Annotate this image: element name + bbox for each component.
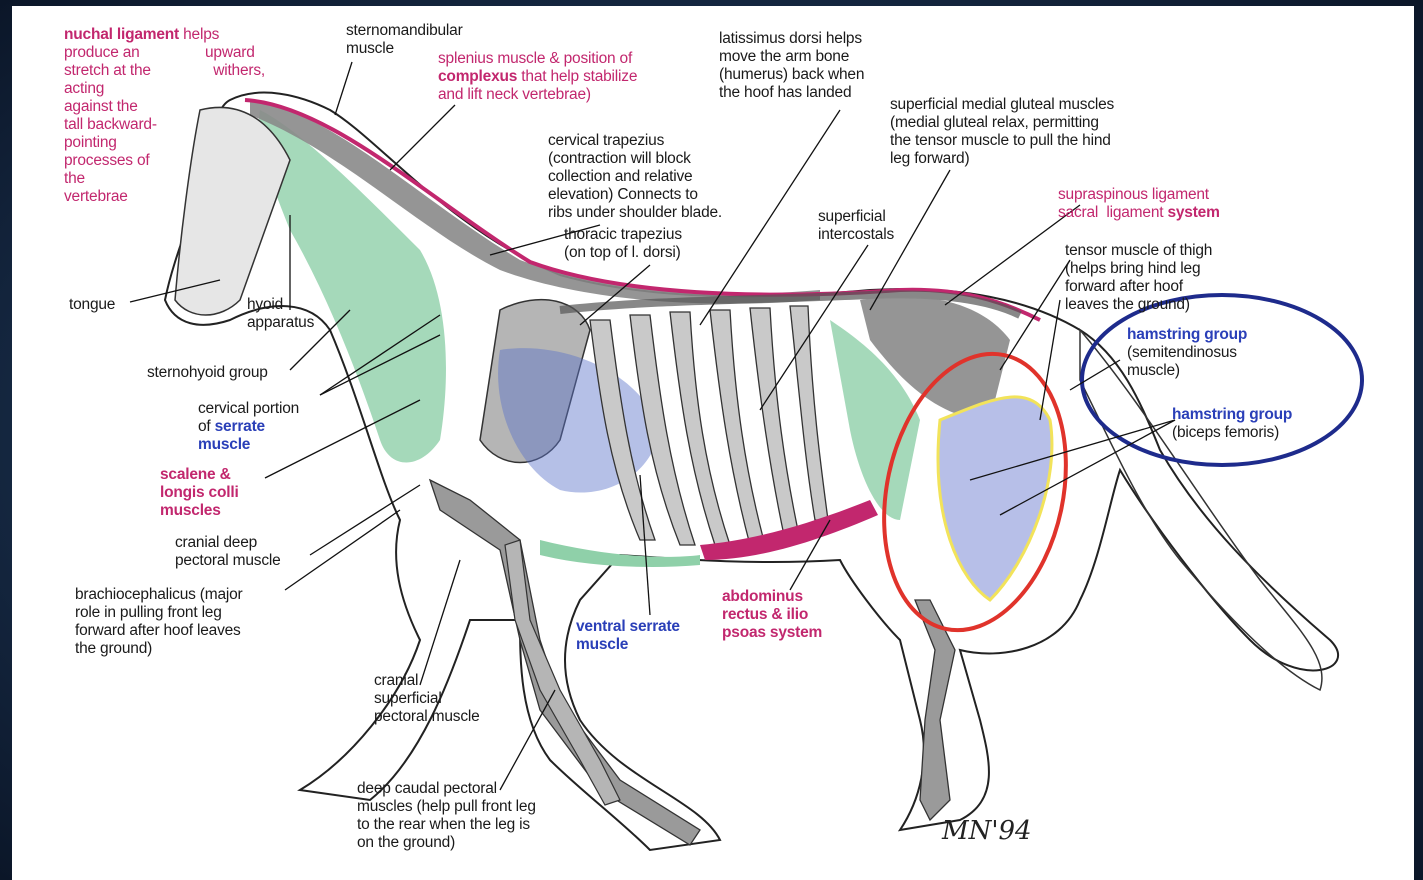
splenius-line2: that help stabilize (517, 68, 637, 85)
label-nuchal-upward: upward withers, (205, 44, 265, 80)
artist-signature: MN'94 (942, 816, 1032, 846)
splenius-bold: complexus (438, 68, 517, 85)
label-abdominus: abdominus rectus & ilio psoas system (722, 588, 822, 642)
label-intercostals: superficial intercostals (818, 208, 894, 244)
hamstring-region (938, 397, 1052, 600)
hamstring-biceps-sub: (biceps femoris) (1172, 424, 1279, 441)
splenius-line1: splenius muscle & position of (438, 50, 632, 67)
label-ventral-serrate: ventral serrate muscle (576, 618, 680, 654)
supraspinous-line1: supraspinous ligament (1058, 186, 1209, 203)
nuchal-bold: nuchal ligament (64, 26, 179, 43)
label-nuchal-ligament: nuchal ligament helps produce an stretch… (64, 26, 219, 206)
serrate-prefix: of (198, 418, 215, 435)
serrate-line1: cervical portion (198, 400, 299, 417)
label-serrate-cervical: cervical portion of serrate muscle (198, 400, 299, 454)
hamstring-semi-title: hamstring group (1127, 326, 1247, 343)
supraspinous-bold: system (1167, 204, 1219, 221)
hind-leg-bones (915, 600, 955, 820)
label-cervical-trapezius: cervical trapezius (contraction will blo… (548, 132, 722, 222)
label-hyoid: hyoid apparatus (247, 296, 314, 332)
label-supraspinous: supraspinous ligament sacral ligament sy… (1058, 186, 1220, 222)
label-cranial-superficial-pectoral: cranial superficial pectoral muscle (374, 672, 480, 726)
label-brachiocephalicus: brachiocephalicus (major role in pulling… (75, 586, 243, 658)
splenius-line3: and lift neck vertebrae) (438, 86, 591, 103)
ribcage (590, 306, 828, 545)
label-deep-caudal-pectoral: deep caudal pectoral muscles (help pull … (357, 780, 536, 852)
label-tensor-muscle: tensor muscle of thigh (helps bring hind… (1065, 242, 1212, 314)
diagram-card: nuchal ligament helps produce an stretch… (12, 6, 1414, 880)
label-splenius: splenius muscle & position of complexus … (438, 50, 637, 104)
label-scalene: scalene & longis colli muscles (160, 466, 239, 520)
ventral-serrate-region (498, 348, 660, 492)
nuchal-rest: helps produce an stretch at the acting a… (64, 26, 219, 205)
label-hamstring-biceps: hamstring group (biceps femoris) (1172, 406, 1292, 442)
label-gluteal: superficial medial gluteal muscles (medi… (890, 96, 1114, 168)
label-latissimus-dorsi: latissimus dorsi helps move the arm bone… (719, 30, 864, 102)
label-hamstring-semitendinosus: hamstring group (semitendinosus muscle) (1127, 326, 1247, 380)
label-thoracic-trapezius: thoracic trapezius (on top of l. dorsi) (564, 226, 682, 262)
hamstring-semi-sub: (semitendinosus muscle) (1127, 344, 1237, 379)
label-sternohyoid: sternohyoid group (147, 364, 268, 382)
pectoral-region (540, 540, 700, 567)
label-tongue: tongue (69, 296, 115, 314)
hamstring-biceps-title: hamstring group (1172, 406, 1292, 423)
label-cranial-deep-pectoral: cranial deep pectoral muscle (175, 534, 281, 570)
supraspinous-line2: sacral ligament (1058, 204, 1167, 221)
